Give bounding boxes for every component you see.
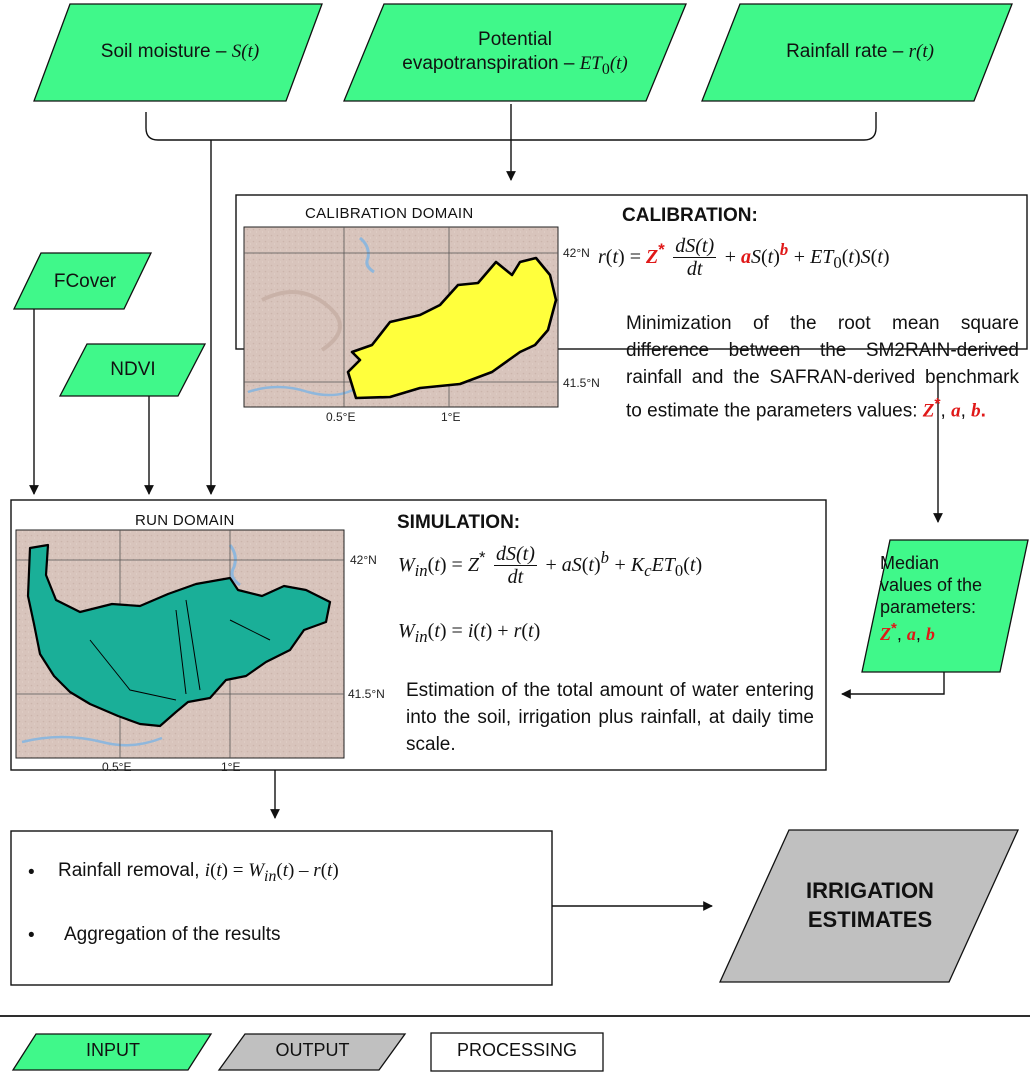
calibration-map-title: CALIBRATION DOMAIN [305,205,474,222]
rainfall-input-shape [701,3,1013,102]
median-parameters-label: Median values of the parameters: Z*, a, … [880,553,983,644]
legend-processing-label: PROCESSING [456,1040,578,1060]
legend-input-label: INPUT [86,1040,140,1060]
run-tick-lon-right: 1°E [221,760,241,774]
simulation-description: Estimation of the total amount of water … [406,680,814,755]
run-area-inner-lines [89,599,271,701]
simulation-heading: SIMULATION: [397,512,521,533]
pet-label: Potential evapotranspiration – ET0(t) [402,29,628,78]
simulation-equation-1: Win(t) = Z* dS(t)dt + aS(t)b + KcET0(t) [398,543,703,588]
calibration-area [346,256,558,400]
calibration-tick-lon-left: 0.5°E [326,410,356,424]
legend-output-label: OUTPUT [275,1040,350,1060]
ndvi-label: NDVI [110,359,156,380]
legend-processing-shape [430,1032,604,1072]
calibration-tick-lon-right: 1°E [441,410,461,424]
ndvi-input-shape [58,343,207,397]
soil-moisture-input-shape [33,3,323,102]
run-tick-lat-bottom: 41.5°N [348,687,385,701]
median-parameters-shape [861,539,1029,673]
processing-bullet-2: • [28,925,35,946]
arrow-median-to-run [841,672,945,699]
legend-output-shape [217,1033,407,1071]
rainfall-removal-item: Rainfall removal, i(t) = Win(t) – r(t) [58,860,339,885]
soil-moisture-label: Soil moisture – S(t) [100,41,260,62]
run-tick-lat-top: 42°N [350,553,377,567]
legend-input-shape [11,1033,213,1071]
calibration-equation: r(t) = Z* dS(t)dt + aS(t)b + ET0(t)S(t) [598,235,890,280]
calibration-tick-lat-bottom: 41.5°N [563,376,600,390]
aggregation-item: Aggregation of the results [64,924,281,945]
run-tick-lon-left: 0.5°E [102,760,132,774]
irrigation-output-shape [718,829,1020,983]
calibration-description: Minimization of the root mean square dif… [626,313,1019,422]
processing-box [10,830,553,986]
calibration-heading: CALIBRATION: [622,205,758,226]
simulation-equation-2: Win(t) = i(t) + r(t) [398,620,541,646]
rainfall-label: Rainfall rate – r(t) [786,41,934,62]
run-map-title: RUN DOMAIN [135,512,235,529]
processing-bullet-1: • [28,862,35,883]
pet-input-shape [343,3,687,102]
calibration-tick-lat-top: 42°N [563,246,590,260]
fcover-input-shape [12,252,153,310]
fcover-label: FCover [53,271,117,292]
